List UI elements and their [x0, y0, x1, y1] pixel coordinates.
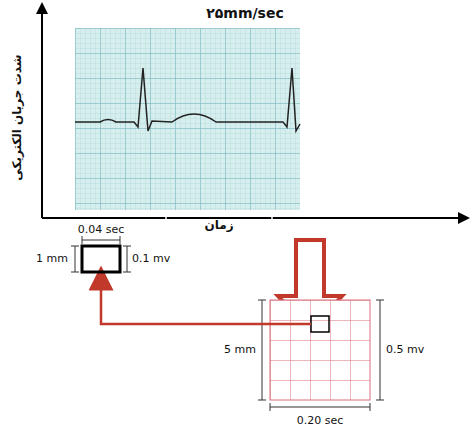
enlarged-square: [82, 246, 120, 272]
axis-label: زمان: [204, 219, 233, 232]
dimension-label: 0.04 sec: [78, 224, 125, 236]
dimension-label: 0.20 sec: [297, 415, 344, 427]
y-axis: [41, 10, 43, 218]
speed-label: ۲۵mm/sec: [206, 6, 284, 21]
dimension-label: 0.1 mv: [132, 253, 170, 265]
ecg-paper: [75, 28, 300, 210]
axis-label: شدت جریان الکتریکی: [11, 55, 24, 181]
selection-box: [166, 212, 272, 238]
dimension-label: 1 mm: [36, 253, 68, 265]
dimension-label: 5 mm: [224, 344, 256, 356]
small-square: [311, 316, 329, 332]
ecg-trace: [75, 68, 300, 131]
link-arrow: [101, 278, 311, 324]
mm-grid: [270, 300, 370, 400]
x-axis: [42, 217, 462, 219]
dimension-label: 0.5 mv: [386, 344, 424, 356]
